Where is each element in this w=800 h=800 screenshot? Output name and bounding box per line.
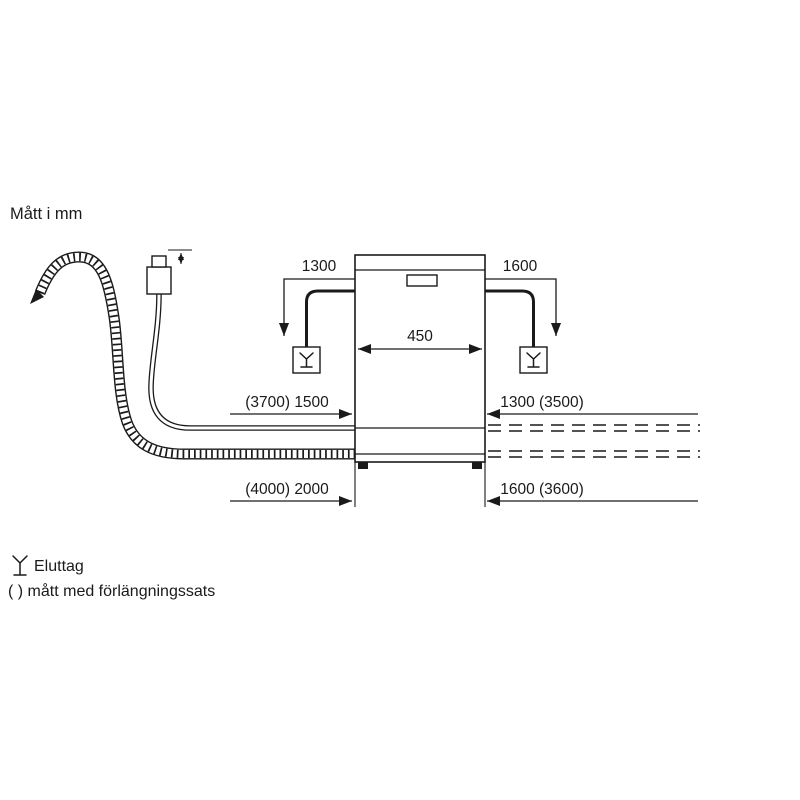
right-foot [472, 462, 482, 469]
right-upper-hose-dimension: 1300 (3500) [487, 394, 698, 419]
left-upper-hose-label: (3700) 1500 [245, 394, 329, 411]
drain-direction-arrow [30, 289, 44, 304]
drain-hose [30, 251, 360, 460]
left-cord-dimension: 1300 [279, 258, 355, 336]
power-socket-icon-right [519, 346, 548, 374]
right-upper-hose-label: 1300 (3500) [500, 394, 584, 411]
tap-connector-icon [146, 249, 192, 295]
control-panel [406, 274, 438, 287]
width-dimension: 450 [358, 328, 482, 354]
left-foot [358, 462, 368, 469]
diagram-title: Mått i mm [10, 205, 82, 223]
width-dimension-label: 450 [407, 328, 433, 345]
hose-continuation-dashes [488, 424, 700, 458]
right-power-cord [485, 289, 535, 347]
right-cord-dimension-label: 1600 [503, 258, 538, 275]
supply-hose [148, 293, 360, 431]
power-socket-icon-left [292, 346, 321, 374]
right-cord-dimension: 1600 [485, 258, 561, 336]
legend-extension-note: ( ) mått med förlängningssats [8, 582, 215, 600]
legend-socket-label: Eluttag [34, 558, 84, 575]
left-lower-hose-dimension: (4000) 2000 [230, 481, 352, 506]
right-lower-hose-dimension: 1600 (3600) [487, 481, 698, 506]
left-power-cord [305, 289, 355, 347]
left-cord-dimension-label: 1300 [302, 258, 337, 275]
left-upper-hose-dimension: (3700) 1500 [230, 394, 352, 419]
left-lower-hose-label: (4000) 2000 [245, 481, 329, 498]
legend: Eluttag ( ) mått med förlängningssats [8, 555, 215, 600]
dishwasher [354, 254, 486, 469]
power-socket-legend-icon [12, 555, 28, 576]
right-lower-hose-label: 1600 (3600) [500, 481, 584, 498]
